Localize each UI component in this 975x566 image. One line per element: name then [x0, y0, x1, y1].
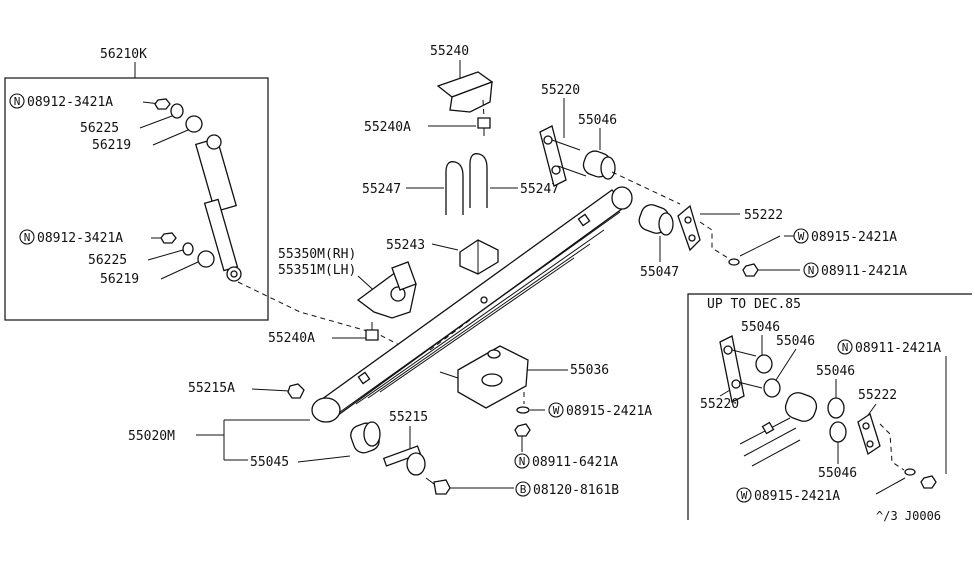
label-55350m[interactable]: 55350M(RH) [278, 247, 356, 262]
label-08911-mid[interactable]: 08911-6421A [532, 455, 618, 470]
label-55243[interactable]: 55243 [386, 238, 425, 253]
inset-label-55046-b[interactable]: 55046 [776, 334, 815, 349]
label-55036[interactable]: 55036 [570, 363, 609, 378]
label-55247-left[interactable]: 55247 [362, 182, 401, 197]
spring-seat-55036 [439, 345, 529, 409]
label-08915-mid[interactable]: 08915-2421A [566, 404, 652, 419]
label-55240[interactable]: 55240 [430, 44, 469, 59]
inset-label-55046-a[interactable]: 55046 [741, 320, 780, 335]
nut-08911-right [742, 263, 759, 277]
u-bolt-right [469, 153, 488, 208]
svg-text:W: W [741, 489, 748, 502]
nut-upper [154, 98, 171, 110]
inset-title: UP TO DEC.85 [707, 297, 801, 312]
label-56225-upper[interactable]: 56225 [80, 121, 119, 136]
label-55351m[interactable]: 55351M(LH) [278, 263, 356, 278]
bump-stopper-bracket [436, 71, 494, 113]
label-55240a-mid[interactable]: 55240A [268, 331, 315, 346]
leaf-spring-55020m [311, 186, 633, 423]
badge-w-inset: W [736, 487, 752, 503]
inset-bushing-c [827, 397, 845, 419]
label-08912-upper[interactable]: 08912-3421A [27, 95, 113, 110]
shackle-55220 [539, 125, 587, 187]
badge-b: B [515, 481, 531, 497]
nut-08911-mid [514, 423, 531, 437]
bushing-55045 [350, 421, 381, 454]
inset-label-08915[interactable]: 08915-2421A [754, 489, 840, 504]
footer-code: ^/3 J0006 [876, 509, 941, 523]
bolt-55240a-mid [365, 322, 379, 341]
inset-bushing-d [829, 421, 847, 443]
inset-label-55046-c[interactable]: 55046 [816, 364, 855, 379]
label-55215a[interactable]: 55215A [188, 381, 235, 396]
inset-label-55222[interactable]: 55222 [858, 388, 897, 403]
badge-w-right: W [793, 228, 809, 244]
svg-text:N: N [842, 341, 849, 354]
washer-08915-mid [516, 406, 530, 414]
shackle-bracket [356, 261, 417, 319]
shock-absorber-box [4, 77, 269, 321]
label-56210k[interactable]: 56210K [100, 47, 147, 62]
badge-n-lower: N [19, 229, 35, 245]
badge-n-right: N [803, 262, 819, 278]
inset-box [687, 293, 972, 520]
label-55222[interactable]: 55222 [744, 208, 783, 223]
inset-spring-eye [739, 392, 818, 467]
bushing-55047 [638, 204, 674, 236]
nut-lower [160, 232, 177, 244]
bolt-08120 [425, 477, 451, 495]
inset-label-55220[interactable]: 55220 [700, 397, 739, 412]
svg-text:N: N [519, 455, 526, 468]
label-56219-lower[interactable]: 56219 [100, 272, 139, 287]
inset-label-08911[interactable]: 08911-2421A [855, 341, 941, 356]
label-55046[interactable]: 55046 [578, 113, 617, 128]
label-55247-right[interactable]: 55247 [520, 182, 559, 197]
label-08912-lower[interactable]: 08912-3421A [37, 231, 123, 246]
washer-56225-upper [170, 103, 184, 119]
svg-text:N: N [808, 264, 815, 277]
badge-n-mid: N [514, 453, 530, 469]
label-08911-right[interactable]: 08911-2421A [821, 264, 907, 279]
inset-bushing-a [755, 354, 773, 374]
label-55240a-top[interactable]: 55240A [364, 120, 411, 135]
bushing-55046 [582, 150, 616, 180]
svg-text:B: B [520, 483, 527, 496]
inset-washer-08915 [904, 468, 916, 476]
bushing-56219-lower [197, 250, 215, 268]
label-55047[interactable]: 55047 [640, 265, 679, 280]
label-08120[interactable]: 08120-8161B [533, 483, 619, 498]
bolt-55240a-top [477, 117, 491, 136]
badge-w-mid: W [548, 402, 564, 418]
label-08915-right[interactable]: 08915-2421A [811, 230, 897, 245]
label-55045[interactable]: 55045 [250, 455, 289, 470]
label-55220[interactable]: 55220 [541, 83, 580, 98]
shackle-plate-55222 [677, 204, 701, 252]
badge-n-inset: N [837, 339, 853, 355]
u-bolt-left [445, 161, 464, 215]
spring-pad-55243 [459, 239, 499, 275]
svg-text:W: W [553, 404, 560, 417]
label-56219-upper[interactable]: 56219 [92, 138, 131, 153]
bushing-56219-upper [185, 115, 203, 133]
inset-label-55046-d[interactable]: 55046 [818, 466, 857, 481]
svg-text:N: N [24, 231, 31, 244]
inset-nut-08911 [920, 475, 937, 489]
label-56225-lower[interactable]: 56225 [88, 253, 127, 268]
inset-plate-55222 [857, 412, 881, 456]
label-55020m[interactable]: 55020M [128, 429, 175, 444]
nut-55215a [287, 383, 305, 399]
svg-text:N: N [14, 95, 21, 108]
washer-08915-right [728, 258, 740, 266]
shock-absorber [194, 134, 242, 282]
badge-n-upper: N [9, 93, 25, 109]
washer-56225-lower [182, 242, 194, 256]
inset-bushing-b [763, 378, 781, 398]
pin-55215 [382, 445, 426, 476]
svg-text:W: W [798, 230, 805, 243]
label-55215[interactable]: 55215 [389, 410, 428, 425]
inset-shackle-55220 [719, 335, 763, 403]
